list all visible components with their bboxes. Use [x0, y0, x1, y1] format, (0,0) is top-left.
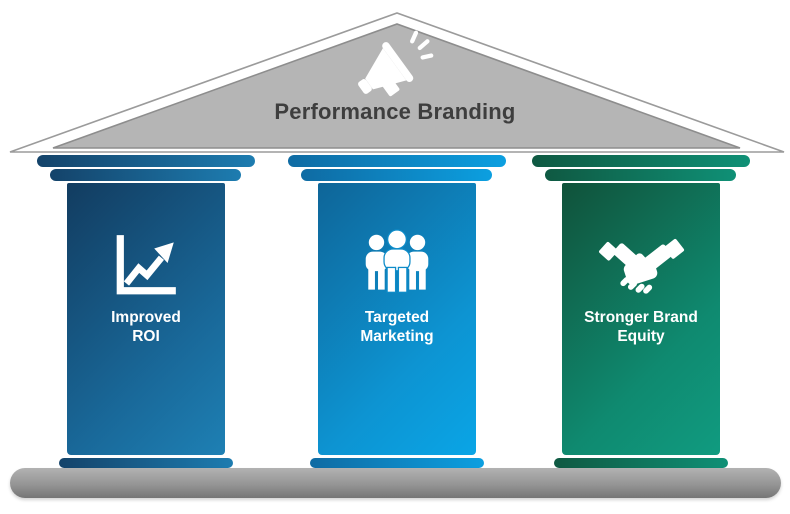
- pillar-label-line1: Improved: [111, 309, 181, 326]
- pillar-label-line1: Targeted: [364, 309, 430, 326]
- pillar-base-bar: [310, 458, 484, 468]
- megaphone-icon: [358, 30, 434, 97]
- diagram-title: Performance Branding: [274, 99, 516, 124]
- pillar-capital-top-bar: [532, 155, 750, 167]
- pillar-capital-lower-bar: [301, 169, 492, 181]
- pillar-body: Improved ROI: [67, 183, 225, 455]
- line-chart-icon: [76, 227, 216, 303]
- pillar-label-line1: Stronger Brand: [584, 309, 698, 326]
- pillar-stronger-brand-equity: Stronger Brand Equity: [532, 155, 750, 468]
- people-group-icon: [327, 227, 467, 303]
- pillar-capital-lower-bar: [50, 169, 241, 181]
- pillar-label: Targeted Marketing: [360, 309, 433, 347]
- handshake-icon: [571, 227, 711, 303]
- pillar-label-line2: ROI: [132, 327, 160, 345]
- pillar-capital-lower-bar: [545, 169, 736, 181]
- roof-outline: [9, 12, 785, 153]
- pillar-label: Stronger Brand Equity: [584, 309, 698, 347]
- pillar-label-line2: Marketing: [360, 327, 434, 345]
- pillar-targeted-marketing: Targeted Marketing: [288, 155, 506, 468]
- pillar-base-bar: [59, 458, 233, 468]
- pillar-label: Improved ROI: [111, 309, 181, 347]
- pillar-improved-roi: Improved ROI: [37, 155, 255, 468]
- pillar-capital-top-bar: [37, 155, 255, 167]
- pillar-body: Targeted Marketing: [318, 183, 476, 455]
- foundation-bar: [10, 468, 781, 498]
- pillar-capital-top-bar: [288, 155, 506, 167]
- pillar-body: Stronger Brand Equity: [562, 183, 720, 455]
- pillar-label-line2: Equity: [617, 327, 665, 345]
- pillar-base-bar: [554, 458, 728, 468]
